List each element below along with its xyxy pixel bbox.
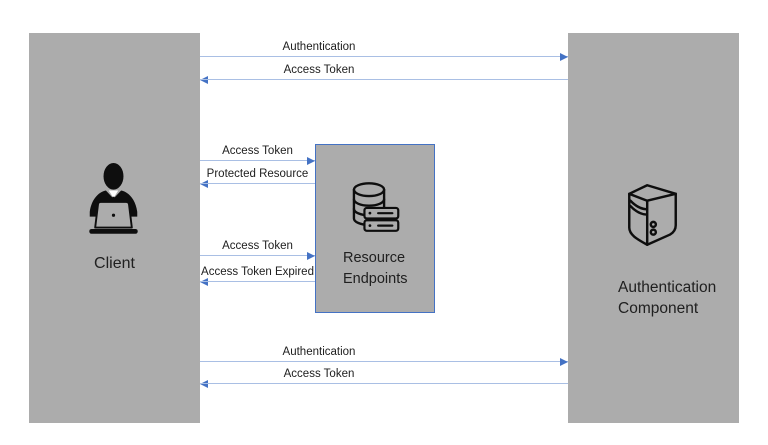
arrow-access-token-expired: Access Token Expired — [200, 266, 315, 286]
arrow-label: Protected Resource — [206, 168, 309, 180]
arrow-label: Access Token — [283, 64, 355, 76]
arrow-line — [200, 281, 315, 282]
auth-label-line1: Authentication — [618, 279, 717, 296]
arrow-line — [200, 361, 568, 362]
resource-label-line2: Endpoints — [343, 271, 408, 287]
arrow-protected-resource: Protected Resource — [200, 168, 315, 188]
authentication-component-label: Authentication Component — [618, 277, 716, 319]
arrow-authentication-top: Authentication — [200, 41, 568, 61]
person-at-laptop-icon — [85, 161, 142, 240]
arrow-line — [200, 255, 315, 256]
auth-label-line2: Component — [618, 300, 699, 317]
arrow-line — [200, 160, 315, 161]
arrow-label: Access Token — [222, 240, 293, 252]
database-servers-icon — [347, 181, 402, 234]
resource-endpoints-box: Resource Endpoints — [315, 144, 435, 313]
arrow-line — [200, 383, 568, 384]
arrow-label: Access Token — [283, 368, 355, 380]
server-tower-icon — [626, 175, 679, 255]
arrow-authentication-bottom: Authentication — [200, 346, 568, 366]
arrow-line — [200, 79, 568, 80]
arrow-label: Authentication — [282, 41, 356, 53]
arrow-access-token-bottom: Access Token — [200, 368, 568, 388]
resource-endpoints-label: Resource Endpoints — [343, 248, 408, 290]
arrow-label: Authentication — [282, 346, 356, 358]
client-box-label: Client — [94, 255, 135, 272]
arrow-access-token-to-resource: Access Token — [200, 145, 315, 165]
client-box: Client — [29, 33, 200, 423]
arrow-access-token-top: Access Token — [200, 64, 568, 84]
resource-label-line1: Resource — [343, 250, 406, 266]
arrow-line — [200, 56, 568, 57]
arrow-line — [200, 183, 315, 184]
arrow-label: Access Token Expired — [201, 266, 314, 278]
arrow-label: Access Token — [222, 145, 293, 157]
authentication-component-box: Authentication Component — [568, 33, 739, 423]
arrow-access-token-to-resource-2: Access Token — [200, 240, 315, 260]
